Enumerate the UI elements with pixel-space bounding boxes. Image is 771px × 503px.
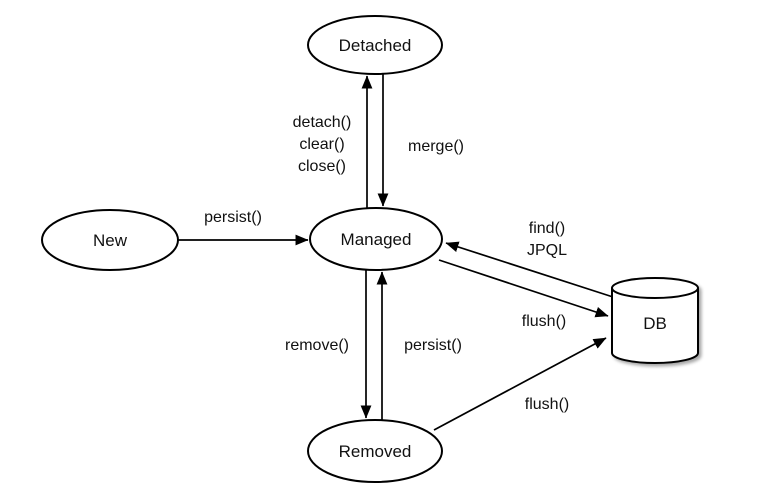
detach-label: detach()	[293, 114, 352, 131]
persist-removed-label: persist()	[404, 337, 462, 354]
db-label: DB	[643, 314, 667, 333]
managed-label: Managed	[341, 230, 412, 249]
persist-new-label: persist()	[204, 209, 262, 226]
removed-label: Removed	[339, 442, 412, 461]
detached-ellipse	[307, 15, 443, 75]
flush-removed-label: flush()	[525, 396, 569, 413]
removed-ellipse	[307, 419, 443, 483]
edge-removed-to-db-arrow	[433, 337, 607, 431]
managed-ellipse	[309, 207, 443, 271]
node-managed: Managed	[309, 207, 443, 271]
edge-managed-to-detached-label: detach() clear() close()	[293, 114, 352, 175]
edge-db-to-managed-label: find() JPQL	[527, 220, 567, 259]
clear-label: clear()	[299, 136, 344, 153]
edge-db-to-managed-arrow	[445, 241, 614, 298]
node-new: New	[41, 209, 179, 271]
node-removed: Removed	[307, 419, 443, 483]
node-db	[611, 277, 699, 364]
db-cylinder-top	[611, 277, 699, 299]
new-ellipse	[41, 209, 179, 271]
db-cylinder-body	[611, 288, 699, 364]
remove-label: remove()	[285, 337, 349, 354]
close-label: close()	[298, 158, 346, 175]
node-detached: Detached	[307, 15, 443, 75]
flush-managed-label: flush()	[522, 313, 566, 330]
new-label: New	[93, 231, 128, 250]
detached-label: Detached	[339, 36, 412, 55]
edge-managed-to-db-arrow	[438, 259, 609, 318]
jpql-label: JPQL	[527, 242, 567, 259]
find-label: find()	[529, 220, 565, 237]
merge-label: merge()	[408, 138, 464, 155]
